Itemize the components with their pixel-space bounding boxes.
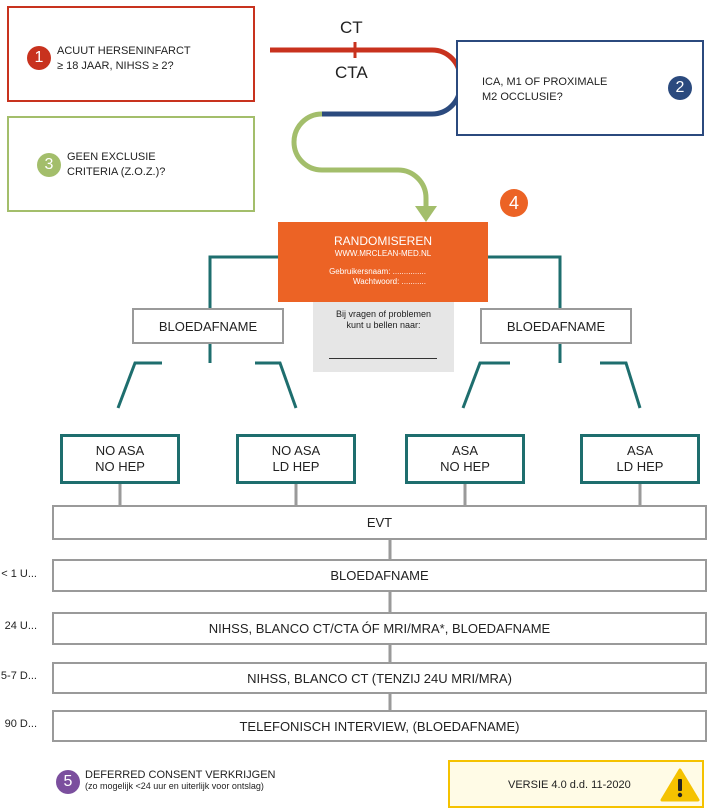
branch-rl xyxy=(461,361,510,409)
randomize-box: RANDOMISEREN WWW.MRCLEAN-MED.NL Gebruike… xyxy=(278,222,488,302)
step3-text: GEEN EXCLUSIE CRITERIA (Z.O.Z.)? xyxy=(67,150,165,180)
treatment-2-line2: LD HEP xyxy=(272,459,320,474)
phone-note-line2: kunt u bellen naar: xyxy=(346,320,421,330)
treatment-4-line2: LD HEP xyxy=(616,459,664,474)
treatment-box-4: ASA LD HEP xyxy=(580,434,700,484)
branch-left xyxy=(208,255,278,308)
step3-badge: 3 xyxy=(37,153,61,177)
step1-line1: ACUUT HERSENINFARCT xyxy=(57,45,191,57)
timeline-label-1: < 1 U... xyxy=(1,568,37,580)
timeline-label-4: 90 D... xyxy=(4,718,37,730)
timeline-text-1: BLOEDAFNAME xyxy=(330,568,429,583)
treatment-3-line2: NO HEP xyxy=(440,459,490,474)
timeline-box-3: NIHSS, BLANCO CT (TENZIJ 24U MRI/MRA) xyxy=(52,662,707,694)
step1-text: ACUUT HERSENINFARCT ≥ 18 JAAR, NIHSS ≥ 2… xyxy=(57,44,191,74)
treatment-box-2: NO ASA LD HEP xyxy=(236,434,356,484)
step5-line1: DEFERRED CONSENT VERKRIJGEN xyxy=(85,769,276,781)
step3-line2: CRITERIA (Z.O.Z.)? xyxy=(67,166,166,178)
evt-label: EVT xyxy=(366,515,393,530)
step4-badge: 4 xyxy=(500,189,528,217)
treatment-4-line1: ASA xyxy=(626,443,653,458)
step5-line2: (zo mogelijk <24 uur en uiterlijk voor o… xyxy=(85,781,264,791)
version-box: VERSIE 4.0 d.d. 11-2020 xyxy=(448,760,704,808)
evt-box: EVT xyxy=(52,505,707,540)
step5-badge: 5 xyxy=(56,770,80,794)
branch-lr xyxy=(255,361,298,409)
step2-line2: M2 OCCLUSIE? xyxy=(482,91,563,103)
step1-line2: ≥ 18 JAAR, NIHSS ≥ 2? xyxy=(57,60,174,72)
cta-label: CTA xyxy=(335,63,368,82)
ct-path-green xyxy=(291,111,429,210)
step1-badge: 1 xyxy=(27,46,51,70)
step5-text: DEFERRED CONSENT VERKRIJGEN (zo mogelijk… xyxy=(85,769,276,791)
treatment-2-line1: NO ASA xyxy=(271,443,321,458)
timeline-text-4: TELEFONISCH INTERVIEW, (BLOEDAFNAME) xyxy=(239,718,520,734)
bloedafname-left-box: BLOEDAFNAME xyxy=(132,308,284,344)
branch-right xyxy=(488,255,562,308)
treatment-box-1: NO ASA NO HEP xyxy=(60,434,180,484)
treatment-1-line1: NO ASA xyxy=(95,443,145,458)
treatment-1-line2: NO HEP xyxy=(95,459,145,474)
phone-note-line1: Bij vragen of problemen xyxy=(335,309,432,319)
randomize-user: Gebruikersnaam: ............... xyxy=(329,267,426,276)
step2-badge: 2 xyxy=(668,76,692,100)
timeline-label-3: 5-7 D... xyxy=(0,670,37,682)
ct-label: CT xyxy=(340,18,363,37)
bloedafname-right-box: BLOEDAFNAME xyxy=(480,308,632,344)
flow-arrow-head xyxy=(415,206,437,222)
treatment-3-line1: ASA xyxy=(451,443,478,458)
warning-icon xyxy=(660,768,700,802)
ct-path-blue xyxy=(322,80,463,117)
bloedafname-right-label: BLOEDAFNAME xyxy=(506,318,606,334)
branch-rr xyxy=(600,361,642,409)
step2-box: ICA, M1 OF PROXIMALE M2 OCCLUSIE? 2 xyxy=(456,40,704,136)
step3-box: 3 GEEN EXCLUSIE CRITERIA (Z.O.Z.)? xyxy=(7,116,255,212)
timeline-box-1: BLOEDAFNAME xyxy=(52,559,707,592)
timeline-box-4: TELEFONISCH INTERVIEW, (BLOEDAFNAME) xyxy=(52,710,707,742)
randomize-url: WWW.MRCLEAN-MED.NL xyxy=(334,249,432,258)
step2-text: ICA, M1 OF PROXIMALE M2 OCCLUSIE? xyxy=(482,75,607,105)
version-label: VERSIE 4.0 d.d. 11-2020 xyxy=(508,779,631,791)
randomize-title: RANDOMISEREN xyxy=(333,234,432,248)
bloedafname-left-label: BLOEDAFNAME xyxy=(158,318,258,334)
timeline-text-3: NIHSS, BLANCO CT (TENZIJ 24U MRI/MRA) xyxy=(247,670,512,686)
step1-box: 1 ACUUT HERSENINFARCT ≥ 18 JAAR, NIHSS ≥… xyxy=(7,6,255,102)
phone-note-box: Bij vragen of problemen kunt u bellen na… xyxy=(313,302,454,372)
step2-line1: ICA, M1 OF PROXIMALE xyxy=(482,76,608,88)
phone-number-line xyxy=(329,358,437,359)
treatment-box-3: ASA NO HEP xyxy=(405,434,525,484)
timeline-box-2: NIHSS, BLANCO CT/CTA ÓF MRI/MRA*, BLOEDA… xyxy=(52,612,707,645)
randomize-pass: Wachtwoord: ........... xyxy=(352,277,426,286)
branch-ll xyxy=(116,361,162,409)
timeline-label-2: 24 U... xyxy=(4,620,37,632)
step3-line1: GEEN EXCLUSIE xyxy=(67,151,156,163)
timeline-text-2: NIHSS, BLANCO CT/CTA ÓF MRI/MRA*, BLOEDA… xyxy=(208,621,551,636)
